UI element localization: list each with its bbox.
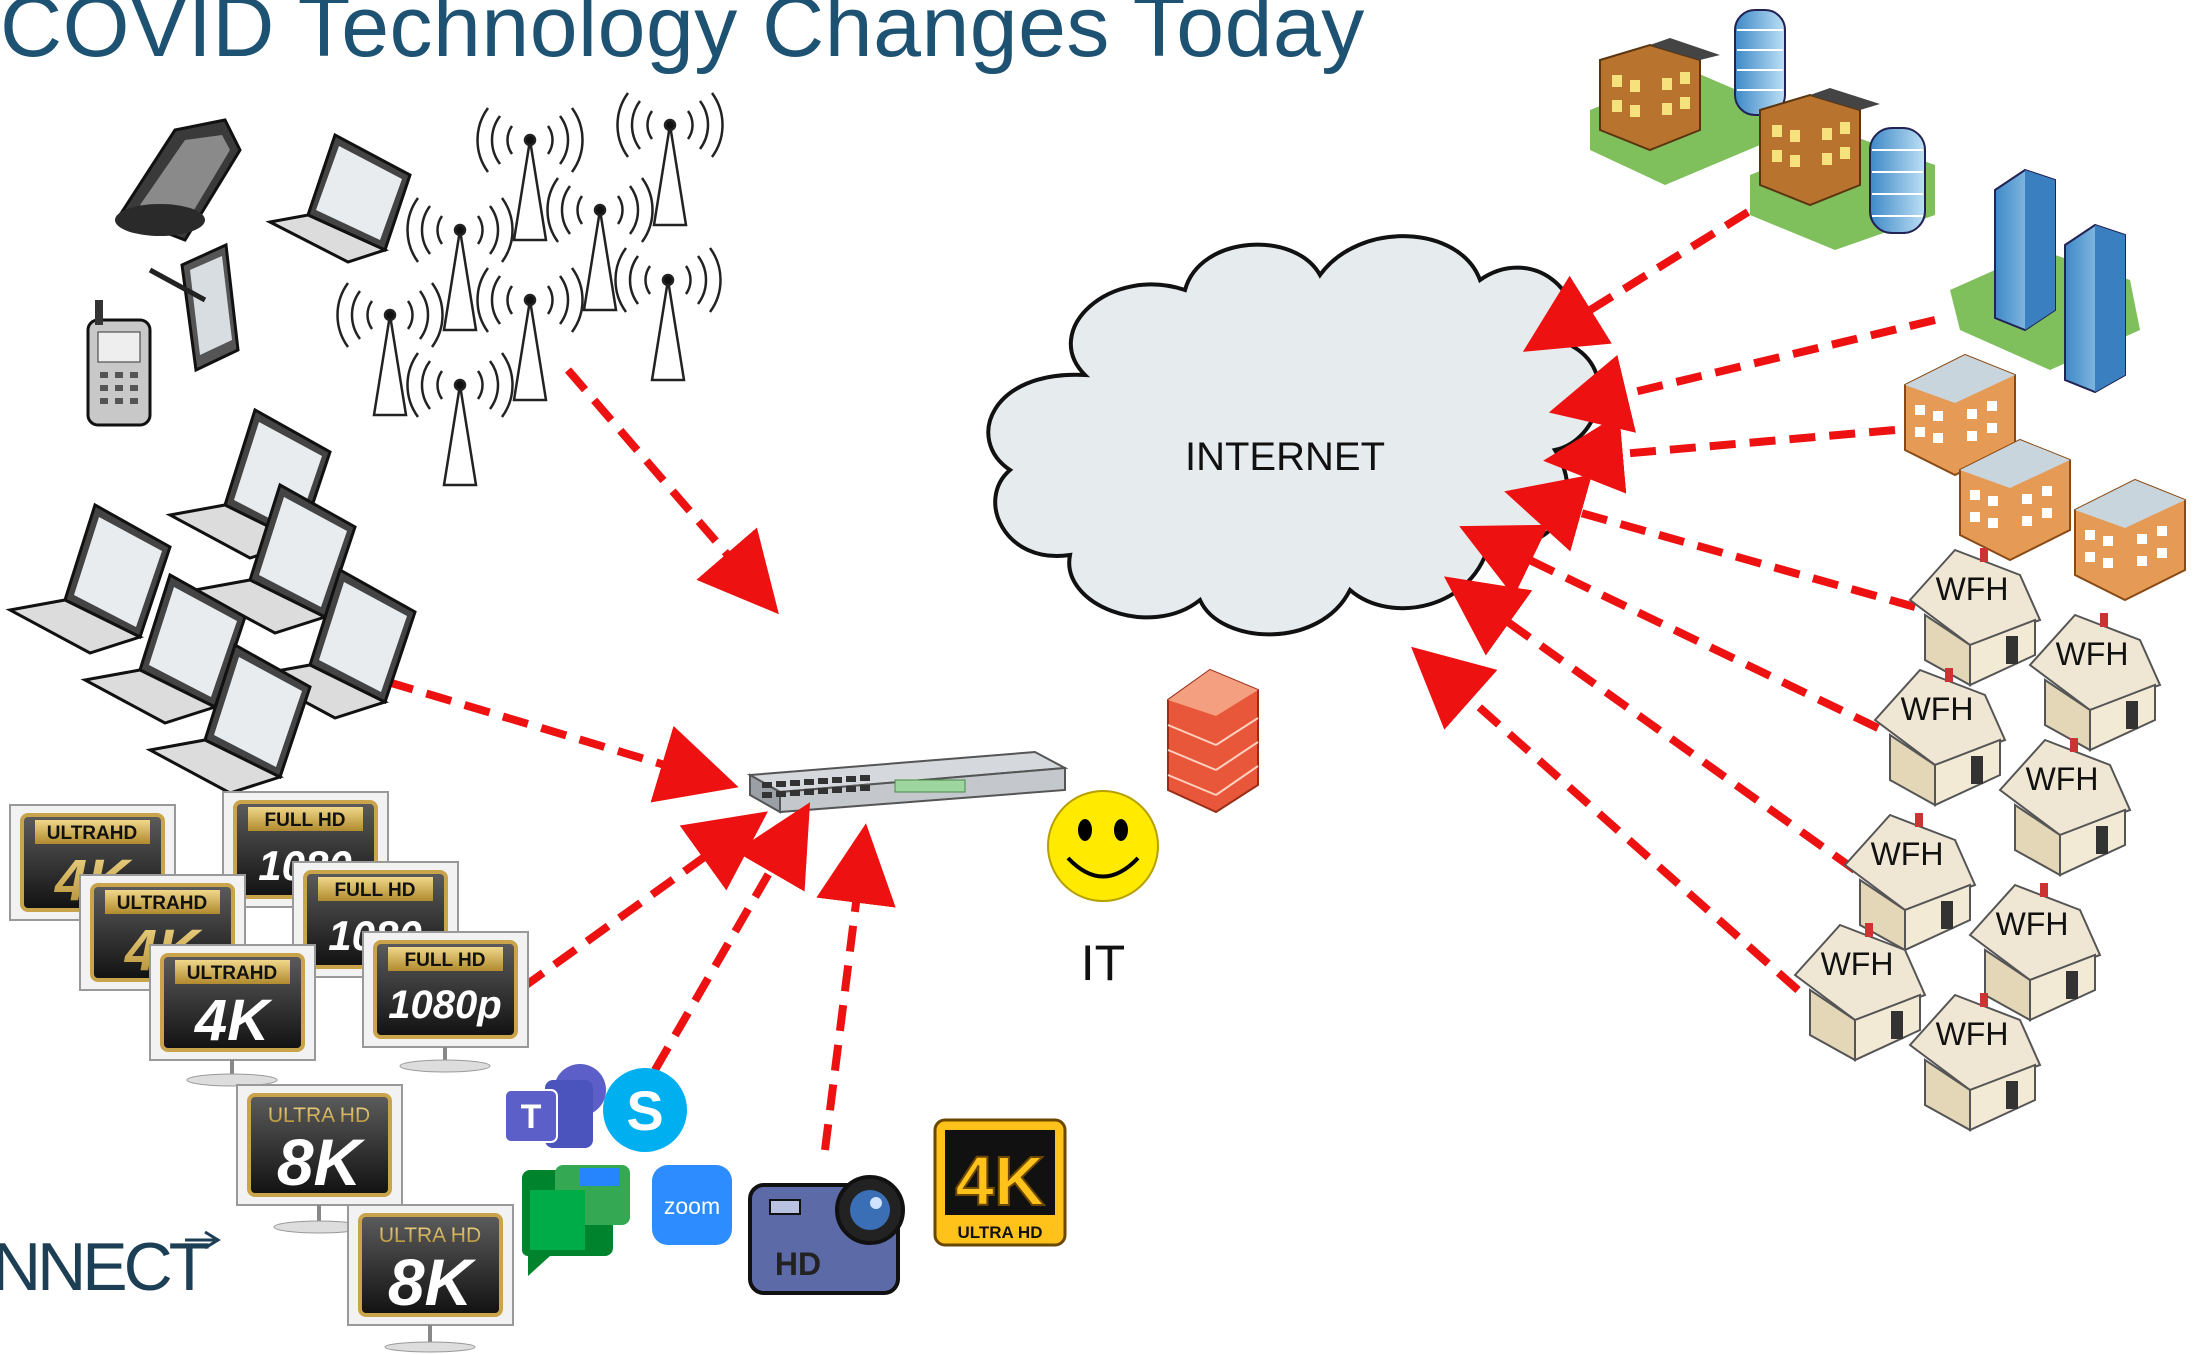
svg-text:NNECT: NNECT	[0, 1229, 209, 1305]
svg-text:4K: 4K	[194, 988, 273, 1053]
arrow-laptops-to-switch	[386, 678, 739, 803]
cell-tower-icon	[406, 197, 514, 332]
4k-ultra-hd-icon: 4K ULTRA HD	[933, 1118, 1067, 1247]
arrow-office1-to-cloud	[1522, 208, 1751, 352]
svg-text:WFH: WFH	[1996, 906, 2069, 942]
apartment-building-icon	[2074, 478, 2186, 602]
internet-label: INTERNET	[1185, 435, 1385, 479]
wfh-house-icon: WFH	[1998, 738, 2132, 877]
arrow-wfh2-to-cloud	[1459, 524, 1880, 732]
flip-phone-icon	[115, 118, 242, 242]
laptop-icon	[190, 482, 357, 635]
svg-text:FULL HD: FULL HD	[265, 810, 346, 831]
arrow-wfh1-to-cloud	[1504, 474, 1917, 611]
skype-icon: S	[603, 1068, 687, 1152]
cell-tower-icon	[476, 107, 584, 242]
laptop-icon	[5, 502, 172, 655]
svg-text:WFH: WFH	[1871, 836, 1944, 872]
apartment-buildings-group	[1904, 353, 2186, 602]
hd-camera-icon: HD	[748, 1175, 905, 1295]
page-title: COVID Technology Changes Today	[0, 0, 1365, 75]
skyscraper-icon	[1994, 168, 2056, 332]
cell-phone-icon	[86, 300, 152, 427]
arrow-camera-to-switch	[816, 823, 896, 1151]
svg-text:ULTRAHD: ULTRAHD	[117, 893, 207, 914]
svg-text:8K: 8K	[388, 1245, 477, 1319]
arrow-displays-to-switch	[519, 811, 768, 992]
wfh-house-icon: WFH	[1843, 813, 1977, 952]
svg-text:WFH: WFH	[2026, 761, 2099, 797]
svg-text:WFH: WFH	[1936, 1016, 2009, 1052]
svg-text:ULTRA HD: ULTRA HD	[379, 1224, 481, 1247]
tablet-icon	[148, 242, 240, 373]
svg-text:1080p: 1080p	[388, 983, 501, 1027]
google-chat-icon	[522, 1165, 630, 1276]
laptop-icon	[145, 642, 312, 795]
cell-towers-group	[336, 92, 724, 487]
svg-text:S: S	[626, 1079, 663, 1142]
svg-text:HD: HD	[775, 1246, 821, 1282]
wfh-house-icon: WFH	[1793, 923, 1927, 1062]
firewall-icon	[1167, 668, 1259, 814]
arrow-apartments-to-cloud	[1543, 413, 1896, 494]
svg-text:WFH: WFH	[1936, 571, 2009, 607]
wfh-house-icon: WFH	[1908, 993, 2042, 1132]
svg-text:ULTRAHD: ULTRAHD	[187, 963, 277, 984]
cell-tower-icon	[546, 177, 654, 312]
teams-icon: T	[504, 1064, 606, 1148]
arrow-office2-to-cloud	[1548, 316, 1936, 433]
svg-text:zoom: zoom	[664, 1193, 720, 1219]
video-displays-group: ULTRAHD 4K FULL HD 1080 ULTRAHD 4K FULL …	[9, 791, 529, 1353]
arrow-wfh4-to-cloud	[1411, 646, 1801, 993]
cell-tower-icon	[614, 247, 722, 382]
svg-text:ULTRA HD: ULTRA HD	[268, 1104, 370, 1127]
arrow-towers-to-switch	[564, 367, 779, 615]
zoom-icon: zoom	[652, 1165, 732, 1245]
office-building-icon	[1590, 9, 1786, 185]
connection-arrows	[386, 208, 1936, 1151]
svg-text:ULTRA HD: ULTRA HD	[958, 1223, 1043, 1242]
svg-text:8K: 8K	[277, 1125, 366, 1199]
arrow-apps-to-switch	[651, 802, 811, 1073]
skyscraper-icon	[2064, 223, 2126, 394]
arrow-wfh3-to-cloud	[1443, 576, 1858, 874]
display-4k-badge: ULTRAHD 4K	[79, 874, 246, 991]
wfh-houses-group: WFH WFH WFH WFH	[1793, 548, 2162, 1132]
office-building-icon	[1750, 88, 1935, 250]
svg-text:WFH: WFH	[1821, 946, 1894, 982]
skyscrapers-group	[1950, 168, 2140, 394]
it-label: IT	[1081, 935, 1125, 991]
cell-tower-icon	[336, 282, 444, 417]
cell-tower-icon	[616, 92, 724, 227]
internet-cloud: INTERNET	[986, 234, 1602, 637]
wfh-house-icon: WFH	[1873, 668, 2007, 807]
company-logo: NNECT	[0, 1229, 221, 1305]
it-smiley-icon	[1047, 790, 1159, 902]
svg-text:4K: 4K	[955, 1142, 1044, 1220]
laptops-group	[5, 407, 417, 795]
wfh-house-icon: WFH	[1908, 548, 2042, 687]
svg-text:ULTRAHD: ULTRAHD	[47, 823, 137, 844]
apartment-building-icon	[1959, 438, 2071, 562]
collaboration-apps-group: T S zoom HD 4K ULTRA HD	[504, 1064, 1067, 1295]
svg-text:WFH: WFH	[1901, 691, 1974, 727]
svg-text:FULL HD: FULL HD	[405, 950, 486, 971]
network-switch-icon	[746, 750, 1069, 814]
svg-text:T: T	[521, 1098, 542, 1136]
svg-text:FULL HD: FULL HD	[335, 880, 416, 901]
cell-tower-icon	[406, 352, 514, 487]
laptop-icon	[80, 572, 247, 725]
display-4k-badge: ULTRAHD 4K	[149, 944, 316, 1087]
office-buildings-group	[1590, 9, 1935, 250]
display-8k-badge: ULTRA HD 8K	[347, 1204, 514, 1353]
laptop-icon	[265, 132, 412, 264]
svg-text:WFH: WFH	[2056, 636, 2129, 672]
display-1080p-badge: FULL HD 1080p	[362, 931, 529, 1073]
mobile-devices-group	[86, 118, 412, 427]
wfh-house-icon: WFH	[2028, 613, 2162, 752]
wfh-house-icon: WFH	[1968, 883, 2102, 1022]
cell-tower-icon	[476, 267, 584, 402]
